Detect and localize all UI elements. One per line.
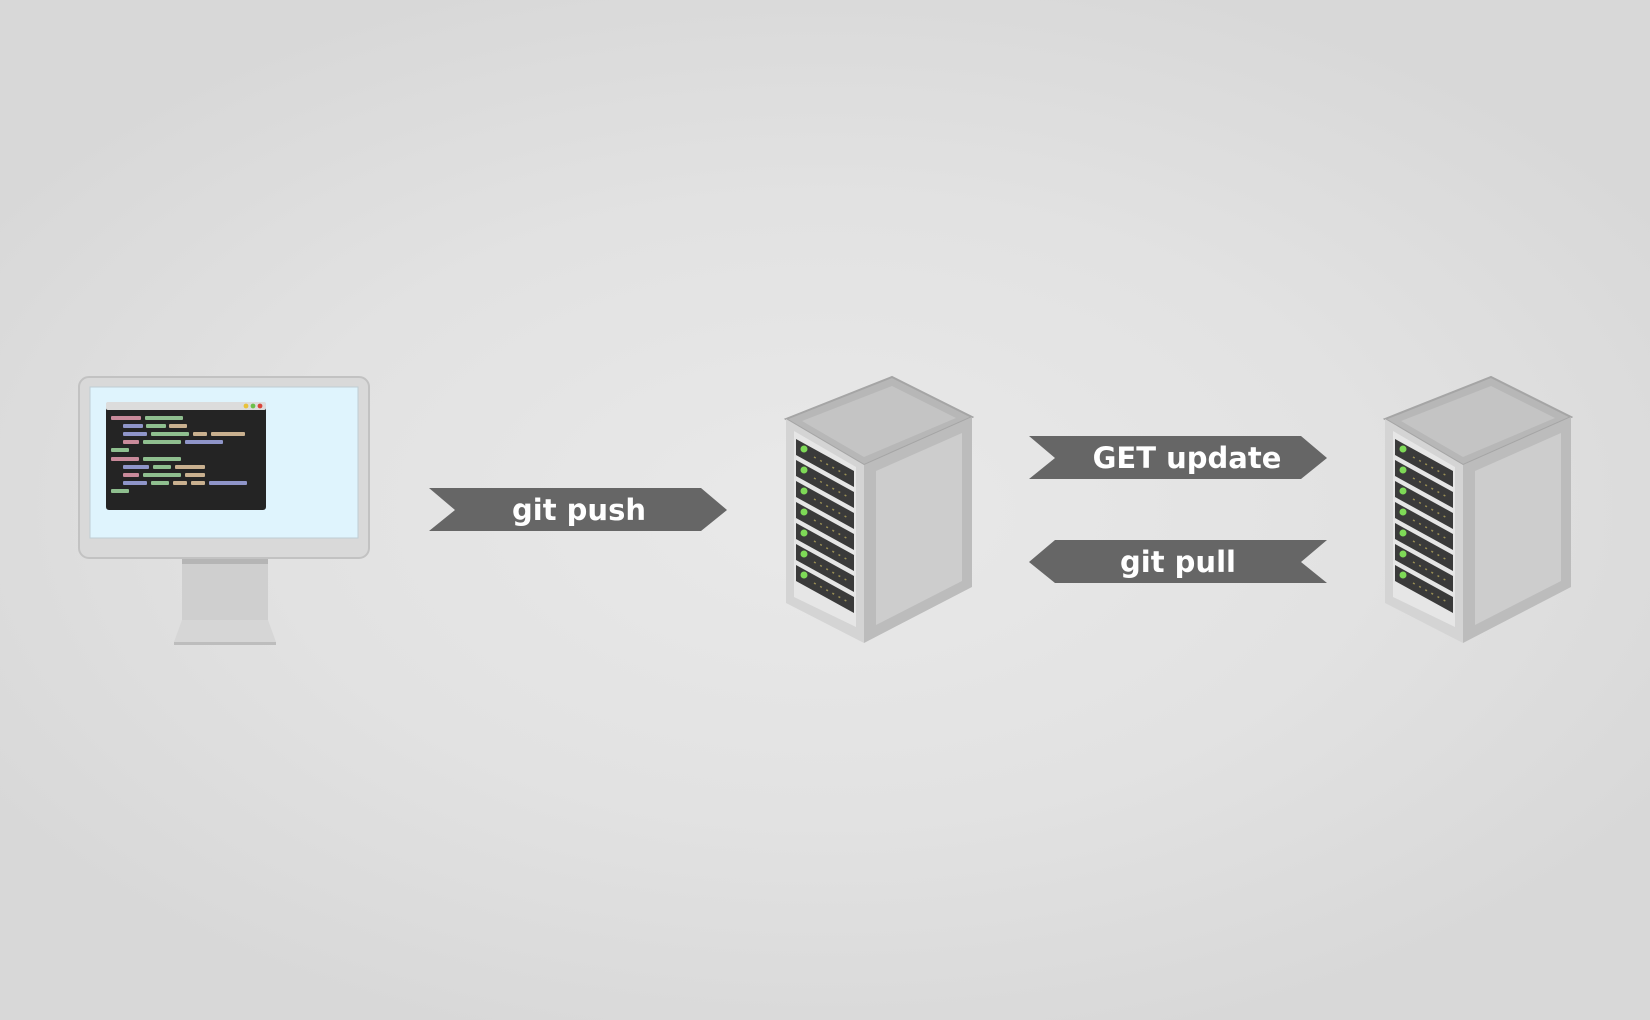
git-server-icon — [784, 375, 974, 643]
get-update-label: GET update — [1093, 441, 1282, 475]
git-pull-label: git pull — [1120, 545, 1236, 579]
git-push-label: git push — [512, 493, 646, 527]
get-update-arrow: GET update — [1029, 436, 1327, 479]
git-push-arrow: git push — [429, 488, 727, 531]
git-pull-arrow: git pull — [1029, 540, 1327, 583]
computer-monitor-icon — [78, 376, 370, 645]
deploy-server-icon — [1383, 375, 1573, 643]
